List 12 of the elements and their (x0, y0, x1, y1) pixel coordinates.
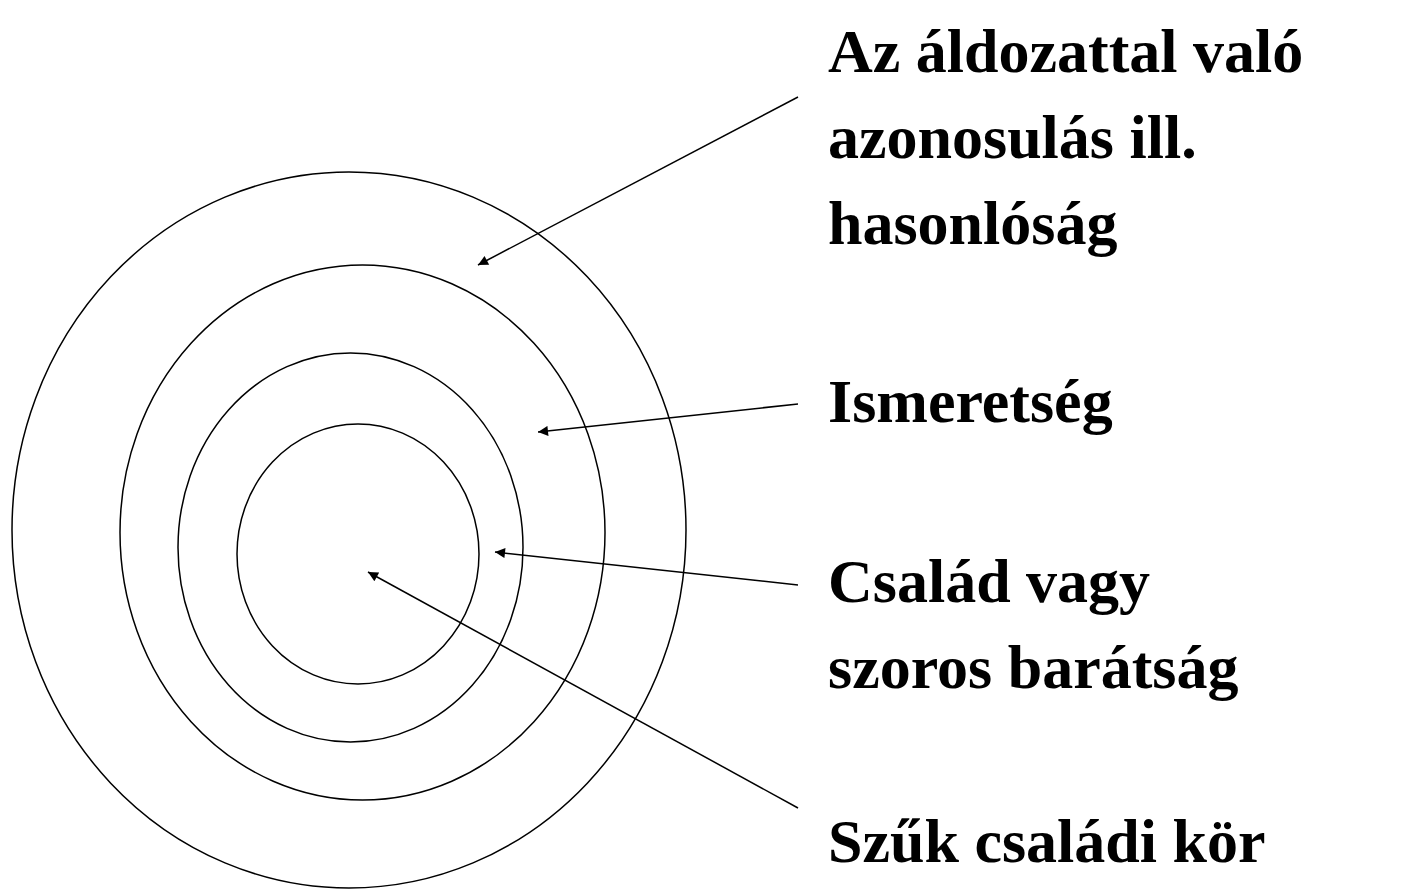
label-text: Család vagy szoros barátság (828, 538, 1324, 713)
label-text: Szűk családi kör (828, 798, 1408, 888)
concentric-circle (178, 353, 523, 742)
leader-arrow (367, 571, 799, 809)
leader-arrow (494, 548, 799, 586)
leader-arrow (537, 403, 799, 436)
label-text: Az áldozattal való azonosulás ill. hasonlóság (828, 8, 1408, 268)
concentric-circle (237, 424, 479, 684)
leader-arrow (477, 96, 799, 266)
concentric-circle (12, 172, 686, 888)
label-text: Ismeretség (828, 358, 1408, 448)
concentric-circle (120, 265, 605, 800)
